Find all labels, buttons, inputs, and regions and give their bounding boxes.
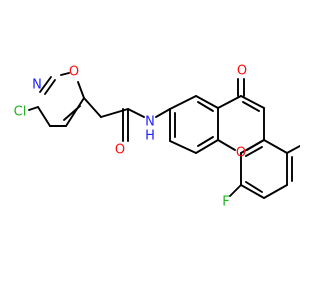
bond bbox=[245, 146, 263, 157]
chlorine-label: Cl bbox=[14, 105, 27, 120]
bond bbox=[286, 144, 300, 154]
bond bbox=[242, 101, 260, 112]
bond bbox=[240, 139, 265, 154]
bond bbox=[197, 101, 214, 112]
amide-hydrogen-label: H bbox=[145, 129, 155, 144]
bond bbox=[240, 95, 265, 109]
bond bbox=[263, 139, 288, 154]
structure-svg: Cl N O O N H O O F bbox=[14, 64, 300, 210]
bond bbox=[127, 108, 145, 118]
bond bbox=[263, 184, 288, 199]
bond bbox=[240, 184, 265, 199]
bond bbox=[63, 105, 81, 121]
bond bbox=[37, 106, 51, 127]
bond bbox=[195, 95, 219, 109]
bond bbox=[217, 95, 242, 109]
bond bbox=[195, 139, 219, 154]
isoxazole-nitrogen-label: N bbox=[32, 78, 42, 93]
bond bbox=[60, 72, 70, 76]
bond bbox=[197, 136, 214, 147]
amide-nitrogen-label: N bbox=[145, 115, 155, 130]
bond bbox=[77, 81, 85, 99]
bond bbox=[44, 79, 56, 95]
atom-label-layer: Cl N O O N H O O F bbox=[14, 64, 247, 210]
amide-oxygen-label: O bbox=[115, 143, 125, 158]
ketone-oxygen-label: O bbox=[237, 64, 247, 79]
bond bbox=[169, 95, 197, 110]
bond bbox=[39, 76, 52, 93]
bond bbox=[245, 181, 263, 193]
bond bbox=[83, 97, 102, 118]
bond bbox=[65, 97, 85, 127]
bond-layer bbox=[28, 72, 300, 199]
bond bbox=[28, 106, 39, 111]
isoxazole-oxygen-label: O bbox=[69, 65, 79, 80]
bond bbox=[229, 184, 242, 197]
bond bbox=[155, 108, 171, 118]
bond bbox=[169, 140, 197, 154]
bond bbox=[217, 139, 236, 151]
molecule-diagram: Cl N O O N H O O F bbox=[13, 63, 300, 210]
chromone-oxygen-label: O bbox=[236, 146, 246, 161]
fluorine-label: F bbox=[222, 195, 229, 210]
